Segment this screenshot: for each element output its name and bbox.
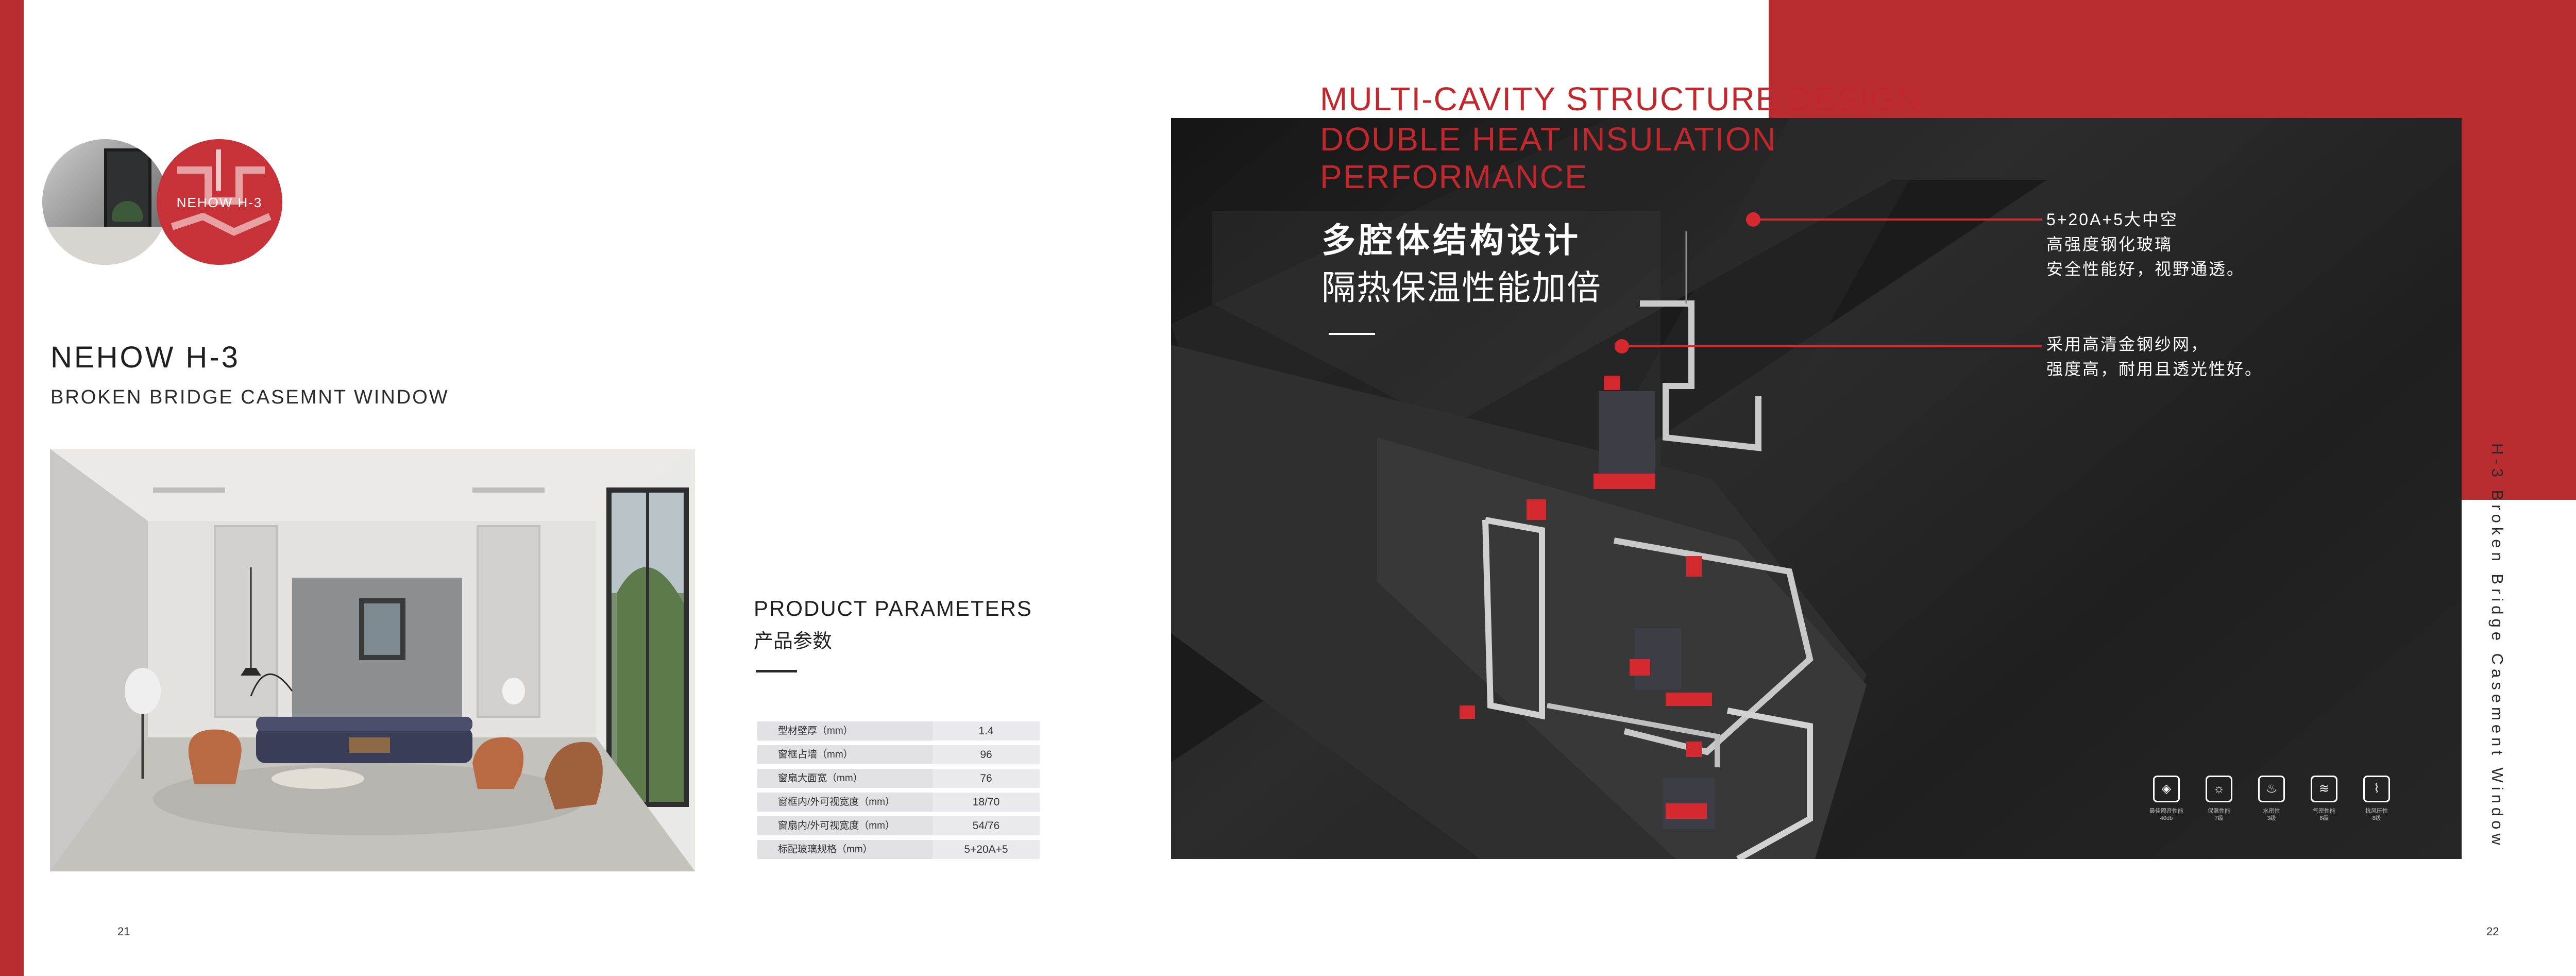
red-side-block <box>2462 119 2576 500</box>
feature-label-line: 8级 <box>2372 815 2381 821</box>
left-page-edge-strip <box>0 0 24 976</box>
product-badge-circle <box>157 139 282 265</box>
feature-label: 气密性能 8级 <box>2313 807 2335 822</box>
page-number-right: 22 <box>2486 925 2499 938</box>
parameter-value: 76 <box>933 769 1040 788</box>
parameters-title: PRODUCT PARAMETERS <box>754 596 1032 620</box>
feature-label: 最佳隔音性能 40db <box>2149 807 2183 822</box>
parameter-row: 型材壁厚（mm） 1.4 <box>757 721 1040 741</box>
parameter-row: 标配玻璃规格（mm） 5+20A+5 <box>757 840 1040 859</box>
product-title: NEHOW H-3 <box>50 341 240 374</box>
badge-profile-graphic <box>171 149 272 236</box>
callout-line: 安全性能好，视野通透。 <box>2046 260 2245 278</box>
water-tight-icon: ♨ <box>2258 776 2285 802</box>
thumbnail-plant <box>112 201 143 222</box>
feature-label-line: 40db <box>2160 815 2173 821</box>
feature-label-line: 最佳隔音性能 <box>2149 808 2183 814</box>
parameter-value: 18/70 <box>933 793 1040 812</box>
feature-label: 水密性 3级 <box>2263 807 2280 822</box>
parameter-row: 窗扇内/外可视宽度（mm） 54/76 <box>757 816 1040 835</box>
parameter-value: 5+20A+5 <box>933 840 1040 859</box>
glass-callout: 5+20A+5大中空 高强度钢化玻璃 安全性能好，视野通透。 <box>2046 207 2245 281</box>
heat-insulation-icon: ☼ <box>2206 776 2232 802</box>
living-room-illustration <box>50 449 695 871</box>
aluminum-profile-render <box>1171 118 2047 859</box>
product-showcase-panel <box>1171 118 2462 859</box>
feature-wind-resistance: ⌇ 抗风压性 8级 <box>2363 776 2391 822</box>
parameter-value: 54/76 <box>933 816 1040 835</box>
interior-photo <box>50 449 695 871</box>
interior-thumbnail-circle <box>42 139 168 265</box>
product-subtitle: BROKEN BRIDGE CASEMNT WINDOW <box>50 386 449 408</box>
feature-label-line: 7级 <box>2214 815 2224 821</box>
parameter-label: 窗扇内/外可视宽度（mm） <box>757 816 933 835</box>
wind-resistance-icon: ⌇ <box>2363 776 2390 802</box>
parameter-label: 标配玻璃规格（mm） <box>757 840 933 859</box>
parameter-row: 窗框占墙（mm） 96 <box>757 745 1040 764</box>
red-header-block <box>1769 0 2576 119</box>
feature-icon-row: ◈ 最佳隔音性能 40db ☼ 保温性能 7级 ♨ 水密性 3级 ≋ 气密性能 … <box>2149 776 2391 822</box>
callout-line: 采用高清金钢纱网， <box>2046 335 2209 354</box>
feature-label-line: 抗风压性 <box>2365 808 2388 814</box>
parameter-value: 96 <box>933 745 1040 764</box>
headline-line-2: DOUBLE HEAT INSULATION <box>1320 121 1777 158</box>
parameter-value: 1.4 <box>933 721 1040 741</box>
sound-insulation-icon: ◈ <box>2153 776 2180 802</box>
parameters-title-cn: 产品参数 <box>754 631 833 652</box>
feature-sound-insulation: ◈ 最佳隔音性能 40db <box>2149 776 2183 822</box>
mesh-callout: 采用高清金钢纱网， 强度高，耐用且透光性好。 <box>2046 332 2263 381</box>
thumbnail-floor <box>42 227 168 265</box>
air-tight-icon: ≋ <box>2311 776 2337 802</box>
feature-label-line: 保温性能 <box>2208 808 2230 814</box>
callout-line: 5+20A+5大中空 <box>2046 210 2178 229</box>
parameter-label: 型材壁厚（mm） <box>757 721 933 741</box>
parameter-label: 窗框内/外可视宽度（mm） <box>757 793 933 812</box>
feature-air-tight: ≋ 气密性能 8级 <box>2310 776 2338 822</box>
page-number-left: 21 <box>117 925 130 938</box>
badge-label: NEHOW H-3 <box>176 195 263 210</box>
parameters-table: 型材壁厚（mm） 1.4 窗框占墙（mm） 96 窗扇大面宽（mm） 76 窗框… <box>757 721 1040 864</box>
vertical-product-name: H-3 Broken Bridge Casement Window <box>2488 443 2506 849</box>
parameter-label: 窗扇大面宽（mm） <box>757 769 933 788</box>
feature-label-line: 8级 <box>2319 815 2329 821</box>
parameter-row: 窗扇大面宽（mm） 76 <box>757 769 1040 788</box>
feature-label: 抗风压性 8级 <box>2365 807 2388 822</box>
parameter-label: 窗框占墙（mm） <box>757 745 933 764</box>
headline-line-1: MULTI-CAVITY STRUCTURE DESIGN <box>1320 80 1922 117</box>
callout-line: 强度高，耐用且透光性好。 <box>2046 360 2263 378</box>
feature-label-line: 气密性能 <box>2313 808 2335 814</box>
feature-label: 保温性能 7级 <box>2208 807 2230 822</box>
feature-label-line: 水密性 <box>2263 808 2280 814</box>
callout-line: 高强度钢化玻璃 <box>2046 235 2173 254</box>
headline-line-3: PERFORMANCE <box>1320 158 1588 195</box>
headline-divider <box>1329 333 1375 335</box>
feature-label-line: 3级 <box>2267 815 2276 821</box>
parameter-row: 窗框内/外可视宽度（mm） 18/70 <box>757 793 1040 812</box>
headline-cn-1: 多腔体结构设计 <box>1321 221 1581 259</box>
headline-cn-2: 隔热保温性能加倍 <box>1321 268 1602 307</box>
feature-heat-insulation: ☼ 保温性能 7级 <box>2205 776 2233 822</box>
feature-water-tight: ♨ 水密性 3级 <box>2258 776 2285 822</box>
parameters-divider <box>756 670 797 672</box>
